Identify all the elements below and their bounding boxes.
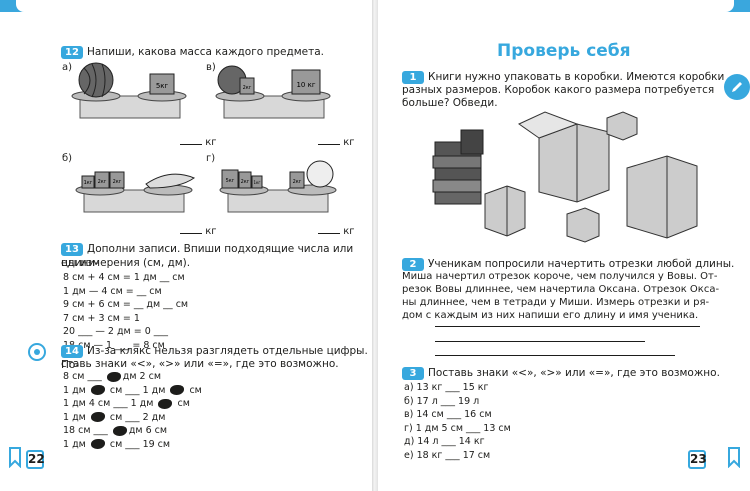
task-2-text: ны длиннее, чем в тетради у Миши. Измерь… bbox=[402, 297, 710, 308]
scale-b-image: 1кг 2кг 2кг bbox=[75, 171, 196, 213]
task-2-text: резок Вовы длиннее, чем начертила Оксана… bbox=[402, 284, 720, 295]
task-13-lines: 8 см + 4 см = 1 дм __ см 1 дм — 4 см = _… bbox=[63, 271, 188, 352]
svg-text:2кг: 2кг bbox=[241, 179, 250, 185]
ink-blot-icon bbox=[158, 398, 173, 409]
page-bookmark-icon bbox=[728, 447, 740, 468]
scale-a-letter: а) bbox=[62, 62, 73, 73]
scale-b-answer: кг bbox=[180, 224, 216, 237]
task-13-title-cont: цы измерения (см, дм). bbox=[61, 257, 191, 269]
segment-line bbox=[435, 355, 675, 356]
svg-text:10 кг: 10 кг bbox=[296, 81, 315, 89]
task-14-title-cont: ставь знаки «<», «>» или «=», где это во… bbox=[61, 358, 339, 370]
svg-text:5кг: 5кг bbox=[226, 178, 235, 184]
book-spine bbox=[372, 0, 378, 491]
task-14-line: 18 см ___ дм 6 см bbox=[63, 425, 168, 436]
gear-icon bbox=[28, 343, 46, 361]
scale-a-answer: кг bbox=[180, 135, 216, 148]
scale-v-answer: кг bbox=[318, 135, 354, 148]
ink-blot-icon bbox=[90, 439, 105, 449]
boxes-illustration bbox=[432, 111, 698, 243]
task-14-line: 8 см ___ дм 2 см bbox=[63, 371, 161, 382]
scale-g-answer: кг bbox=[318, 224, 354, 237]
task-3-number: 3 bbox=[402, 366, 424, 380]
page-bookmark-icon bbox=[9, 447, 21, 468]
page-number-left: 22 bbox=[26, 450, 45, 469]
task-14-number: 14 bbox=[61, 344, 83, 358]
segment-line bbox=[435, 341, 645, 342]
task-2-text: дом с каждым из них напиши его длину и и… bbox=[402, 310, 699, 321]
task-14-line: 1 дм см ___ 2 дм bbox=[63, 411, 166, 423]
task-12-number: 12 bbox=[61, 45, 83, 59]
task-13-line: 1 дм — 4 см = __ см bbox=[63, 285, 162, 297]
task-13-line: 9 см + 6 см = __ дм __ см bbox=[63, 299, 189, 310]
task-13-line: 8 см + 4 см = 1 дм __ см bbox=[63, 272, 185, 283]
task-3-lines: а) 13 кг ___ 15 кг б) 17 л ___ 19 л в) 1… bbox=[404, 381, 511, 462]
pencil-icon bbox=[724, 74, 750, 100]
task-14-line: 1 дм см ___ 1 дм см bbox=[63, 384, 202, 396]
task-3-line: б) 17 л ___ 19 л bbox=[404, 395, 480, 407]
task-13-line: 20 ___ — 2 дм = 0 ___ bbox=[63, 326, 169, 337]
task-3-line: е) 18 кг ___ 17 см bbox=[404, 449, 491, 461]
page-number-right: 23 bbox=[688, 450, 707, 469]
task-1-text: разных размеров. Коробок какого размера … bbox=[402, 84, 715, 96]
section-heading: Проверь себя bbox=[497, 41, 631, 61]
task-13-number: 13 bbox=[61, 242, 83, 256]
ink-blot-icon bbox=[170, 385, 185, 395]
scale-g-image: 5кг 2кг 1кг 2кг bbox=[219, 160, 337, 213]
ink-blot-icon bbox=[90, 412, 105, 422]
svg-text:5кг: 5кг bbox=[156, 82, 169, 90]
svg-text:2кг: 2кг bbox=[243, 85, 252, 91]
svg-text:2кг: 2кг bbox=[293, 179, 302, 185]
task-3-line: г) 1 дм 5 см ___ 13 см bbox=[404, 422, 511, 434]
ink-blot-icon bbox=[90, 385, 105, 395]
task-2-number: 2 bbox=[402, 257, 424, 271]
task-1-text: больше? Обведи. bbox=[402, 97, 498, 109]
task-14-line: 1 дм см ___ 19 см bbox=[63, 438, 171, 450]
scale-v-letter: в) bbox=[206, 62, 216, 73]
task-13-line: 7 см + 3 см = 1 bbox=[63, 312, 140, 324]
task-3-line: а) 13 кг ___ 15 кг bbox=[404, 382, 489, 393]
task-3-line: д) 14 л ___ 14 кг bbox=[404, 436, 485, 447]
task-2-text: Миша начертил отрезок короче, чем получи… bbox=[402, 271, 718, 282]
ink-blot-icon bbox=[112, 425, 127, 436]
scale-g-letter: г) bbox=[206, 153, 216, 164]
task-14-line: 1 дм 4 см ___ 1 дм см bbox=[63, 398, 190, 409]
svg-text:2кг: 2кг bbox=[113, 179, 122, 185]
task-3-line: в) 14 см ___ 16 см bbox=[404, 409, 492, 420]
scale-a-image: 5кг bbox=[71, 62, 187, 119]
svg-text:1кг: 1кг bbox=[84, 180, 93, 186]
scale-v-image: 2кг 10 кг bbox=[215, 65, 331, 119]
segment-line bbox=[435, 326, 700, 327]
svg-text:1кг: 1кг bbox=[253, 180, 260, 185]
svg-text:2кг: 2кг bbox=[98, 179, 107, 185]
task-13-line: 18 см — 1 ___ = 8 см bbox=[63, 339, 165, 351]
scale-b-letter: б) bbox=[62, 153, 73, 164]
task-1-number: 1 bbox=[402, 70, 424, 84]
task-14-lines: 8 см ___ дм 2 см 1 дм см ___ 1 дм см 1 д… bbox=[63, 370, 202, 451]
ink-blot-icon bbox=[106, 371, 121, 382]
